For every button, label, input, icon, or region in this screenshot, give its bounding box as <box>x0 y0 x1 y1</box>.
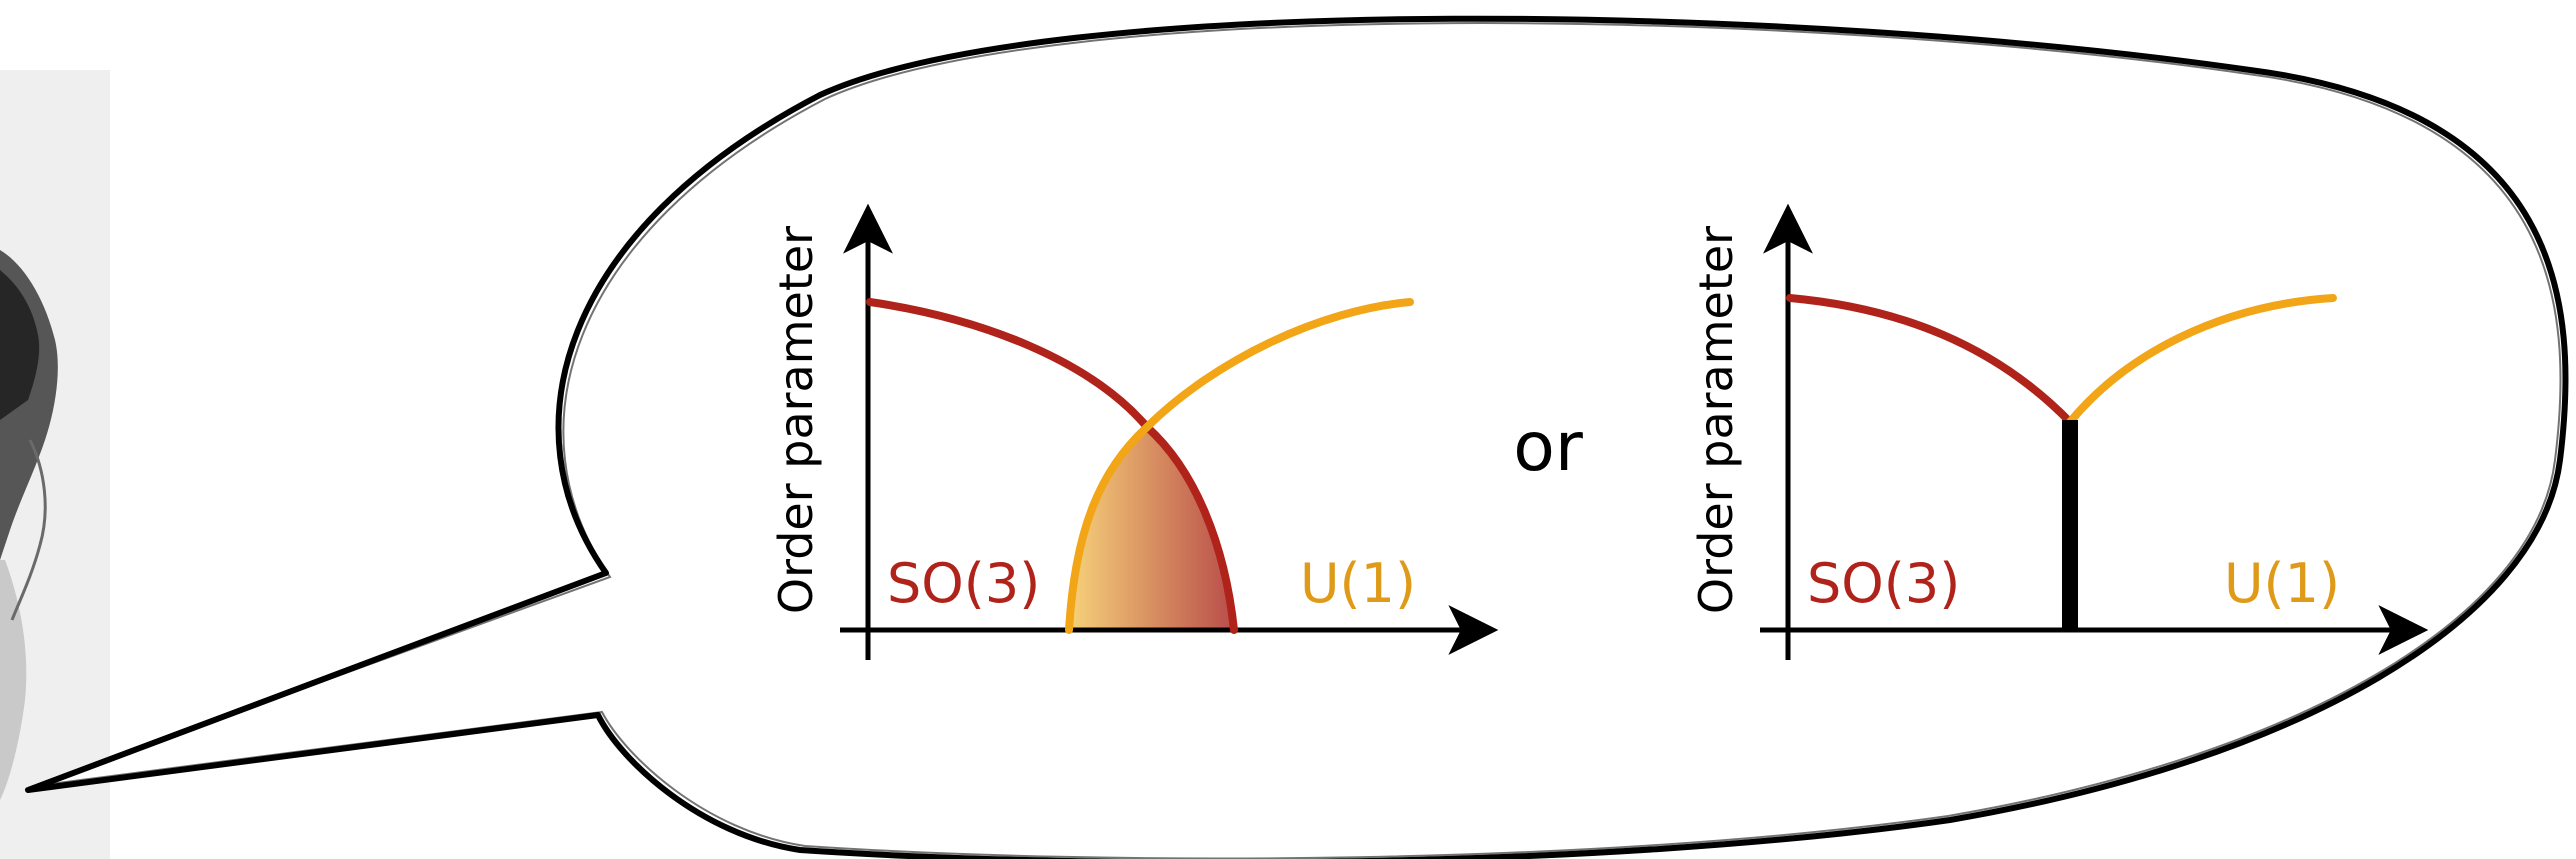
y-axis-title: Order parameter <box>769 226 823 614</box>
connector-word: or <box>1513 408 1583 487</box>
y-axis-title: Order parameter <box>1689 226 1743 614</box>
portrait-photo <box>0 70 110 859</box>
u1-label: U(1) <box>2224 552 2340 615</box>
u1-label: U(1) <box>1300 552 1416 615</box>
so3-label: SO(3) <box>887 552 1040 615</box>
transition-bar <box>2062 420 2078 632</box>
so3-label: SO(3) <box>1807 552 1960 615</box>
speech-bubble <box>28 19 2566 859</box>
